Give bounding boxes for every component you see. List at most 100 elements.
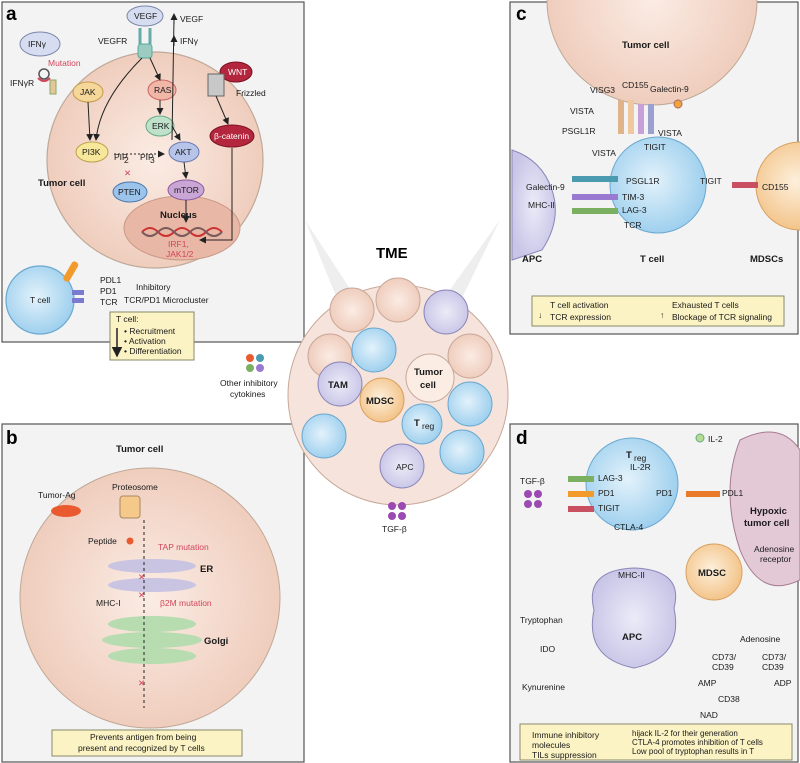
svg-text:T: T — [414, 418, 420, 429]
svg-text:JAK: JAK — [80, 87, 96, 97]
tumor-cell-center — [405, 353, 455, 403]
frizzled-receptor — [207, 73, 225, 97]
svg-text:VISTA: VISTA — [570, 106, 594, 116]
tumor-cell-b — [19, 467, 281, 729]
apc-d — [591, 567, 677, 669]
svg-text:TCR expression: TCR expression — [550, 312, 611, 322]
svg-text:MHC-II: MHC-II — [618, 570, 645, 580]
svg-text:TIGIT: TIGIT — [700, 176, 722, 186]
tumor-ag — [51, 505, 81, 517]
svg-text:IDO: IDO — [540, 644, 556, 654]
svg-text:NAD: NAD — [700, 710, 718, 720]
svg-text:Low pool of tryptophan results: Low pool of tryptophan results in T — [632, 747, 754, 756]
svg-text:CD155: CD155 — [762, 182, 789, 192]
panel-c: c Tumor cell Galectin-9 VISG3 CD155 VIST… — [509, 0, 800, 335]
svg-text:✕: ✕ — [138, 572, 145, 582]
panel-b-effect-box — [51, 729, 243, 757]
tcell-effect-box — [109, 311, 195, 361]
svg-text:PIP: PIP — [140, 152, 154, 162]
treg-cell-center — [401, 403, 443, 445]
svg-text:RAS: RAS — [154, 85, 172, 95]
svg-text:Tumor cell: Tumor cell — [116, 444, 163, 455]
svg-text:VEGF: VEGF — [134, 11, 157, 21]
svg-text:MHC-II: MHC-II — [528, 200, 555, 210]
svg-text:Other inhibitory: Other inhibitory — [220, 378, 278, 388]
svg-text:CD39: CD39 — [762, 662, 784, 672]
svg-text:CD38: CD38 — [718, 694, 740, 704]
svg-text:cytokines: cytokines — [230, 389, 265, 399]
svg-text:AMP: AMP — [698, 678, 717, 688]
svg-text:hijack IL-2 for their generati: hijack IL-2 for their generation — [632, 729, 738, 738]
svg-text:T: T — [626, 450, 632, 461]
svg-text:Tryptophan: Tryptophan — [520, 615, 563, 625]
vegf-node-a — [126, 5, 164, 27]
svg-text:TGF-β: TGF-β — [382, 524, 407, 534]
svg-text:TIM-3: TIM-3 — [622, 192, 644, 202]
svg-text:Inhibitory: Inhibitory — [136, 282, 171, 292]
svg-text:MDSC: MDSC — [366, 396, 394, 407]
svg-text:TIGIT: TIGIT — [598, 503, 620, 513]
svg-text:Tumor: Tumor — [414, 367, 443, 378]
svg-text:JAK1/2: JAK1/2 — [166, 249, 194, 259]
svg-text:present and recognized by T ce: present and recognized by T cells — [78, 743, 205, 753]
svg-text:β2M mutation: β2M mutation — [160, 598, 212, 608]
svg-text:Golgi: Golgi — [204, 636, 228, 647]
svg-text:TCR/PD1 Microcluster: TCR/PD1 Microcluster — [124, 295, 209, 305]
svg-text:PSGL1R: PSGL1R — [626, 176, 660, 186]
svg-text:VISTA: VISTA — [658, 128, 682, 138]
svg-text:CD155: CD155 — [622, 80, 649, 90]
t-cell-c — [609, 136, 707, 234]
pi3k-node — [75, 141, 109, 163]
svg-text:TAP mutation: TAP mutation — [158, 542, 209, 552]
svg-text:3: 3 — [150, 155, 155, 165]
svg-text:d: d — [516, 428, 528, 449]
svg-text:APC: APC — [522, 254, 542, 265]
svg-text:Exhausted T cells: Exhausted T cells — [672, 300, 739, 310]
svg-text:VEGFR: VEGFR — [98, 36, 127, 46]
svg-text:VEGF: VEGF — [180, 14, 203, 24]
svg-text:TGF-β: TGF-β — [520, 476, 545, 486]
svg-text:CD73/: CD73/ — [762, 652, 787, 662]
svg-text:✕: ✕ — [138, 590, 145, 600]
svg-text:mTOR: mTOR — [174, 185, 199, 195]
svg-text:MHC-I: MHC-I — [96, 598, 121, 608]
svg-text:IRF1,: IRF1, — [168, 239, 189, 249]
panel-a-letter: a — [6, 4, 17, 25]
svg-text:Prevents antigen from being: Prevents antigen from being — [90, 732, 197, 742]
svg-text:LAG-3: LAG-3 — [598, 473, 623, 483]
svg-text:ERK: ERK — [152, 121, 170, 131]
svg-text:PSGL1R: PSGL1R — [562, 126, 596, 136]
svg-text:2: 2 — [124, 155, 129, 165]
svg-text:TAM: TAM — [328, 380, 348, 391]
svg-text:β-catenin: β-catenin — [214, 131, 249, 141]
apc-c — [511, 149, 556, 261]
svg-text:• Differentiation: • Differentiation — [124, 346, 182, 356]
svg-text:CTLA-4: CTLA-4 — [614, 522, 644, 532]
tam-cell — [317, 361, 363, 407]
proteosome — [119, 495, 141, 519]
svg-text:PDL1: PDL1 — [100, 275, 122, 285]
svg-text:receptor: receptor — [760, 554, 791, 564]
svg-text:tumor cell: tumor cell — [744, 518, 789, 529]
svg-text:Proteosome: Proteosome — [112, 482, 158, 492]
svg-text:reg: reg — [634, 453, 647, 463]
svg-text:IL-2: IL-2 — [708, 434, 723, 444]
svg-text:IFNγ: IFNγ — [180, 36, 199, 46]
svg-text:Tumor-Ag: Tumor-Ag — [38, 490, 76, 500]
svg-text:Blockage of TCR signaling: Blockage of TCR signaling — [672, 312, 772, 322]
svg-text:Peptide: Peptide — [88, 536, 117, 546]
svg-text:Galectin-9: Galectin-9 — [526, 182, 565, 192]
svg-text:b: b — [6, 428, 18, 449]
svg-text:CD39: CD39 — [712, 662, 734, 672]
svg-text:CTLA-4 promotes inhibition of: CTLA-4 promotes inhibition of T cells — [632, 738, 763, 747]
pten-node — [112, 181, 148, 203]
svg-text:↑: ↑ — [660, 310, 664, 320]
svg-text:APC: APC — [622, 632, 642, 643]
svg-text:TCR: TCR — [100, 297, 117, 307]
svg-text:• Activation: • Activation — [124, 336, 166, 346]
svg-text:AKT: AKT — [175, 147, 192, 157]
svg-text:Frizzled: Frizzled — [236, 88, 266, 98]
svg-text:ER: ER — [200, 564, 213, 575]
mdsc-cell — [359, 377, 405, 423]
svg-text:Tumor cell: Tumor cell — [622, 40, 669, 51]
